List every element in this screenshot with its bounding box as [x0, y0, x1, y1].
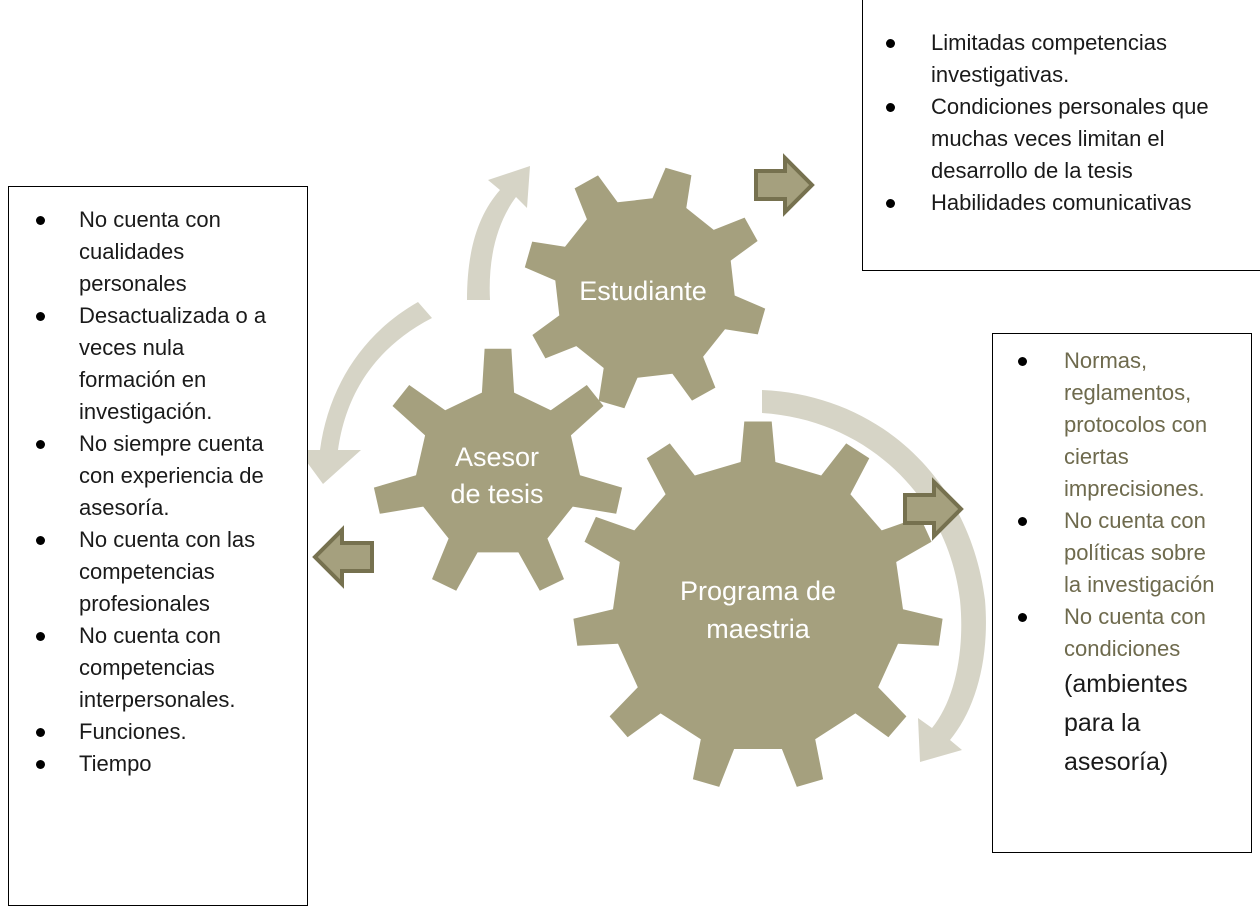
list-item-line: condiciones: [1064, 636, 1181, 661]
list-item-line: protocolos con: [1064, 412, 1208, 437]
list-item: No cuenta con las competencias profesional…: [36, 524, 307, 620]
list-item-line: investigación.: [79, 399, 213, 424]
gear-label-programa-1: Programa de: [680, 576, 836, 606]
student-issues-list: Limitadas competencias investigativas. Con…: [886, 27, 1260, 219]
list-item-line: Limitadas competencias: [931, 30, 1168, 55]
list-item: Funciones.: [36, 716, 307, 748]
list-item-line: investigativas.: [931, 62, 1070, 87]
gear-label-estudiante: Estudiante: [579, 276, 707, 306]
list-item-line: para la: [1064, 709, 1141, 737]
list-item: Limitadas competencias investigativas.: [886, 27, 1260, 91]
list-item: No cuenta con políticas sobre la investiga…: [1018, 505, 1251, 601]
list-item-line: imprecisiones.: [1064, 476, 1205, 501]
list-item-line: Condiciones personales que: [931, 94, 1209, 119]
student-issues-box: Limitadas competencias investigativas. Con…: [862, 0, 1260, 271]
list-item-line: muchas veces limitan el: [931, 126, 1165, 151]
block-arrow-left: [312, 525, 374, 589]
list-item-line: cualidades: [79, 239, 185, 264]
list-item: (ambientes para la asesoría): [1064, 665, 1251, 782]
list-item-line: Normas,: [1064, 348, 1148, 373]
list-item: Tiempo: [36, 748, 307, 780]
list-item: Desactualizada o a veces nula formación en…: [36, 300, 307, 428]
list-item-line: con experiencia de: [79, 463, 264, 488]
list-item-line: (ambientes: [1064, 670, 1188, 698]
list-item-line: No cuenta con: [1064, 604, 1206, 629]
list-item-line: No cuenta con las: [79, 527, 256, 552]
gear-programa: [573, 421, 943, 787]
list-item-line: No cuenta con: [79, 207, 221, 232]
list-item-line: veces nula: [79, 335, 185, 360]
list-item-line: Habilidades comunicativas: [931, 190, 1192, 215]
list-item-line: desarrollo de la tesis: [931, 158, 1133, 183]
gear-asesor: [373, 348, 623, 591]
list-item: No siempre cuenta con experiencia de aseso…: [36, 428, 307, 524]
list-item-line: la investigación: [1064, 572, 1215, 597]
program-issues-list: Normas, reglamentos, protocolos con ciertas…: [1018, 345, 1251, 782]
list-item: Condiciones personales que muchas veces l…: [886, 91, 1260, 187]
list-item-line: Funciones.: [79, 719, 187, 744]
list-item-line: asesoría.: [79, 495, 170, 520]
list-item-line: No siempre cuenta: [79, 431, 264, 456]
list-item-line: competencias: [79, 559, 215, 584]
list-item: No cuenta con competencias interpersonales…: [36, 620, 307, 716]
cycle-arrow-up: [467, 166, 530, 300]
list-item-line: ciertas: [1064, 444, 1129, 469]
list-item: Habilidades comunicativas: [886, 187, 1260, 219]
list-item-line: No cuenta con: [79, 623, 221, 648]
list-item-line: Desactualizada o a: [79, 303, 267, 328]
cycle-arrow-left-down: [298, 302, 432, 484]
list-item-line: interpersonales.: [79, 687, 236, 712]
list-item-line: competencias: [79, 655, 215, 680]
list-item-line: Tiempo: [79, 751, 152, 776]
gear-estudiante: [524, 167, 766, 409]
program-issues-box: Normas, reglamentos, protocolos con ciertas…: [992, 333, 1252, 853]
gear-label-programa-2: maestria: [706, 614, 811, 644]
block-arrow-right: [903, 477, 964, 541]
list-item: No cuenta con cualidades personales: [36, 204, 307, 300]
list-item-line: reglamentos,: [1064, 380, 1192, 405]
block-arrow-top-right: [754, 153, 815, 217]
list-item: No cuenta con condiciones: [1018, 601, 1251, 665]
cycle-arrow-right-down: [762, 390, 986, 762]
list-item-line: profesionales: [79, 591, 210, 616]
list-item-line: asesoría): [1064, 748, 1169, 776]
list-item: Normas, reglamentos, protocolos con ciertas…: [1018, 345, 1251, 505]
list-item-line: personales: [79, 271, 187, 296]
list-item-line: No cuenta con: [1064, 508, 1206, 533]
list-item-line: formación en: [79, 367, 207, 392]
gear-label-asesor-2: de tesis: [450, 479, 543, 509]
list-item-line: políticas sobre: [1064, 540, 1206, 565]
gear-label-asesor-1: Asesor: [455, 442, 539, 472]
